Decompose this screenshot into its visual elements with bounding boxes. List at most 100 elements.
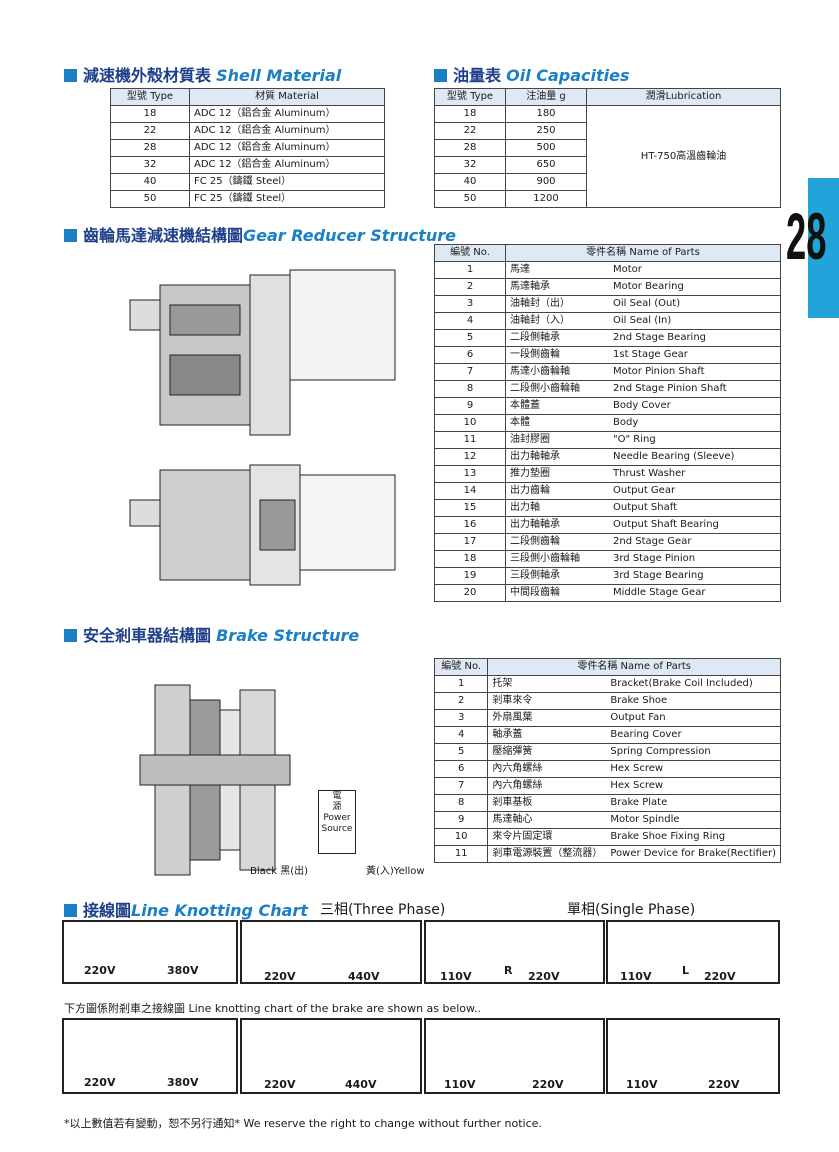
cell-quantity: 180 — [505, 105, 587, 123]
wiring-box-three-phase-a: 220V 380V — [62, 920, 238, 984]
oil-capacities-title: 油量表 Oil Capacities — [434, 62, 630, 86]
cell-lubricant: HT-750高溫齒輪油 — [586, 105, 781, 208]
cell-no: 11 — [434, 431, 506, 449]
power-zh-2: 源 — [332, 802, 342, 812]
voltage-220v: 220V — [264, 1078, 296, 1091]
cell-name-en: Hex Screw — [606, 760, 782, 778]
cell-type: 28 — [434, 139, 506, 157]
cell-name-zh: 中間段齒輪 — [505, 584, 609, 602]
cell-name-en: Output Shaft — [609, 499, 781, 517]
oil-title-en: Oil Capacities — [506, 66, 630, 85]
square-bullet-icon — [64, 69, 77, 82]
cell-no: 2 — [434, 278, 506, 296]
gear-title-zh: 齒輪馬達減速機結構圖 — [83, 226, 244, 245]
page-number: 28 — [786, 199, 827, 273]
cell-no: 12 — [434, 448, 506, 466]
wiring-title-en: Line Knotting Chart — [131, 901, 308, 920]
cell-no: 4 — [434, 312, 506, 330]
motor-shape — [299, 474, 396, 571]
cell-no: 9 — [434, 397, 506, 415]
cell-no: 3 — [433, 709, 489, 727]
cell-name-zh: 三段側軸承 — [505, 567, 609, 585]
shell-header-material: 材質 Material — [189, 88, 385, 106]
cell-material: ADC 12（鋁合金 Aluminum） — [189, 122, 385, 140]
cell-name-en: Motor Spindle — [606, 811, 782, 829]
cell-name-en: Bearing Cover — [606, 726, 782, 744]
cell-no: 5 — [434, 329, 506, 347]
cell-no: 10 — [433, 828, 489, 846]
cell-quantity: 900 — [505, 173, 587, 191]
cell-name-en: Thrust Washer — [609, 465, 781, 483]
cell-name-zh: 內六角螺絲 — [487, 760, 607, 778]
cell-type: 22 — [110, 122, 190, 140]
wiring-box-three-phase-b: 220V 440V — [240, 920, 422, 984]
cell-type: 32 — [110, 156, 190, 174]
cell-name-zh: 油軸封（出） — [505, 295, 609, 313]
single-phase-label: 單相(Single Phase) — [567, 902, 696, 918]
shell-material-title: 減速機外殼材質表 Shell Material — [64, 62, 341, 86]
cell-name-zh: 外扇風葉 — [487, 709, 607, 727]
cell-name-en: Motor Pinion Shaft — [609, 363, 781, 381]
cell-name-zh: 馬達 — [505, 261, 609, 279]
voltage-110v: 110V — [440, 970, 472, 983]
cell-quantity: 1200 — [505, 190, 587, 208]
cell-name-zh: 內六角螺絲 — [487, 777, 607, 795]
cell-name-zh: 本體蓋 — [505, 397, 609, 415]
brake-title-zh: 安全剎車器結構圖 — [83, 626, 212, 645]
cell-name-en: 2nd Stage Gear — [609, 533, 781, 551]
square-bullet-icon — [64, 229, 77, 242]
cell-no: 18 — [434, 550, 506, 568]
oil-header-lubrication: 潤滑Lubrication — [586, 88, 781, 106]
cell-type: 32 — [434, 156, 506, 174]
gear-reducer-diagram — [129, 269, 396, 586]
cell-no: 20 — [434, 584, 506, 602]
brake-header-name: 零件名稱 Name of Parts — [487, 658, 781, 676]
cell-name-en: Body — [609, 414, 781, 432]
cell-material: FC 25（鑄鐵 Steel） — [189, 190, 385, 208]
motor-spindle-shape — [139, 754, 291, 786]
cell-name-zh: 油封膠圈 — [505, 431, 609, 449]
cell-name-zh: 軸承蓋 — [487, 726, 607, 744]
power-zh-1: 電 — [332, 791, 342, 801]
cell-name-en: Oil Seal (In) — [609, 312, 781, 330]
cell-no: 16 — [434, 516, 506, 534]
voltage-220v: 220V — [708, 1078, 740, 1091]
gearbox-body-shape — [159, 469, 251, 581]
cell-quantity: 250 — [505, 122, 587, 140]
cell-name-en: Spring Compression — [606, 743, 782, 761]
wire-yellow-label: 黃(入)Yellow — [366, 866, 425, 877]
cell-name-en: Oil Seal (Out) — [609, 295, 781, 313]
cell-material: ADC 12（鋁合金 Aluminum） — [189, 156, 385, 174]
cell-name-zh: 出力齒輪 — [505, 482, 609, 500]
brake-header-no: 編號 No. — [433, 658, 489, 676]
cell-name-en: Hex Screw — [606, 777, 782, 795]
gear-title-en: Gear Reducer Structure — [243, 226, 456, 245]
cell-name-en: Brake Shoe — [606, 692, 782, 710]
cell-type: 28 — [110, 139, 190, 157]
cell-no: 17 — [434, 533, 506, 551]
voltage-220v: 220V — [264, 970, 296, 983]
cell-name-en: Body Cover — [609, 397, 781, 415]
cell-name-en: Needle Bearing (Sleeve) — [609, 448, 781, 466]
power-en-1: Power — [323, 813, 351, 823]
voltage-110v: 110V — [444, 1078, 476, 1091]
cell-name-en: 2nd Stage Pinion Shaft — [609, 380, 781, 398]
brake-title-en: Brake Structure — [216, 626, 360, 645]
